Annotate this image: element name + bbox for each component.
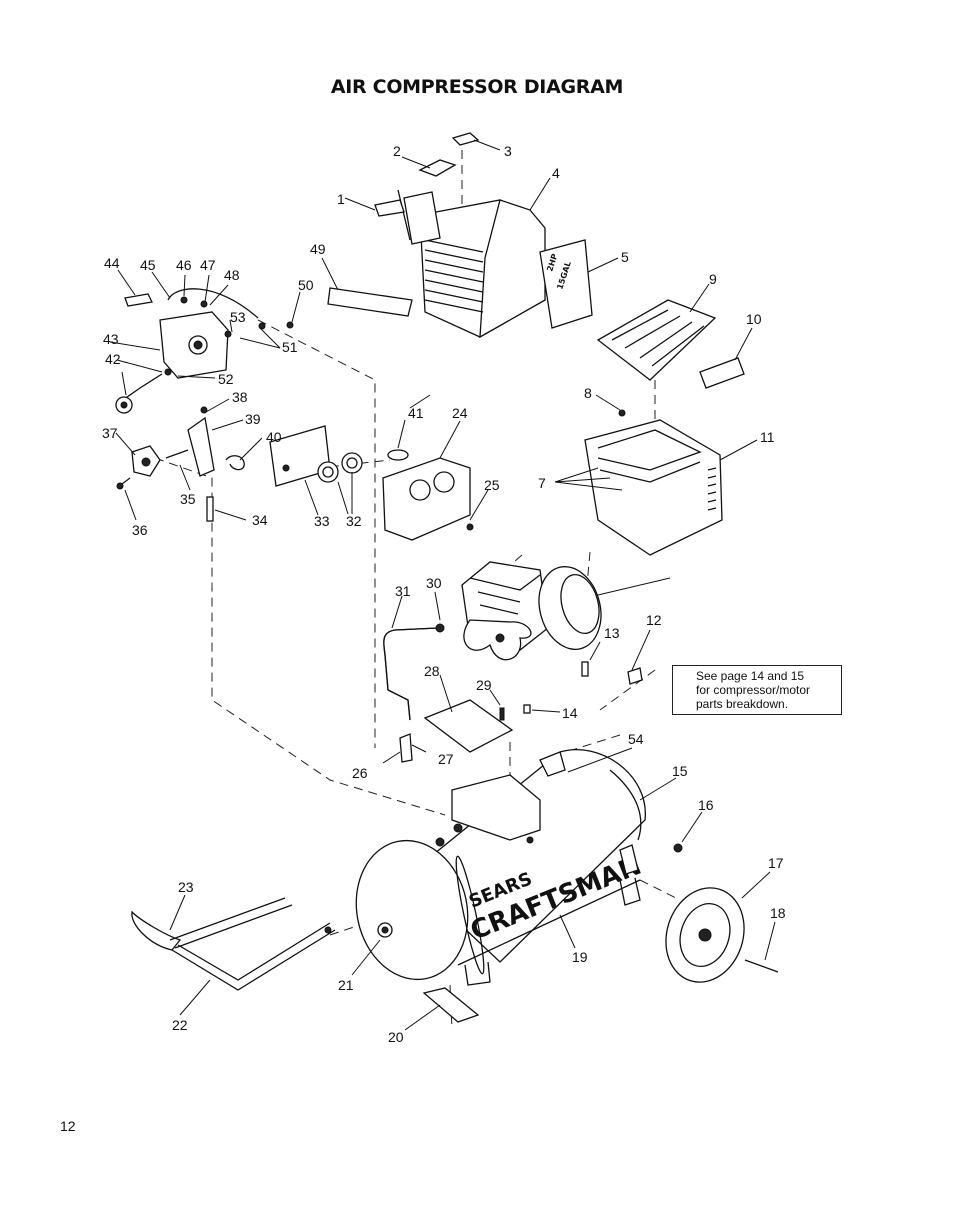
callout-49: 49 — [310, 241, 326, 257]
air-tank: SEARS CRAFTSMAN — [355, 749, 683, 986]
callout-7: 7 — [538, 475, 546, 491]
callout-43: 43 — [103, 331, 119, 347]
motor-pump — [461, 561, 671, 661]
callout-36: 36 — [132, 522, 148, 538]
callout-38: 38 — [232, 389, 248, 405]
page-number: 12 — [60, 1118, 76, 1134]
shroud-assembly: 2HP 15GAL — [327, 132, 593, 339]
callout-18: 18 — [770, 905, 786, 921]
callout-17: 17 — [768, 855, 784, 871]
callout-12: 12 — [646, 612, 662, 628]
callout-44: 44 — [104, 255, 120, 271]
callout-52: 52 — [218, 371, 234, 387]
callout-32: 32 — [346, 513, 362, 529]
callout-31: 31 — [395, 583, 411, 599]
pressure-switch-group — [115, 288, 294, 414]
callout-41: 41 — [408, 405, 424, 421]
callout-34: 34 — [252, 512, 268, 528]
callout-11: 11 — [760, 429, 775, 445]
callout-51: 51 — [282, 339, 298, 355]
callout-27: 27 — [438, 751, 454, 767]
callout-37: 37 — [102, 425, 118, 441]
callout-42: 42 — [105, 351, 121, 367]
callout-35: 35 — [180, 491, 196, 507]
tray — [596, 299, 745, 389]
callout-30: 30 — [426, 575, 442, 591]
callout-3: 3 — [504, 143, 512, 159]
callout-20: 20 — [388, 1029, 404, 1045]
rear-shroud — [584, 409, 723, 556]
callout-2: 2 — [393, 143, 401, 159]
callout-8: 8 — [584, 385, 592, 401]
callout-22: 22 — [172, 1017, 188, 1033]
callout-4: 4 — [552, 165, 560, 181]
hose-bracket — [383, 623, 643, 763]
callout-14: 14 — [562, 705, 578, 721]
callout-33: 33 — [314, 513, 330, 529]
callout-53: 53 — [230, 309, 246, 325]
callout-21: 21 — [338, 977, 354, 993]
callout-50: 50 — [298, 277, 314, 293]
callout-47: 47 — [200, 257, 216, 273]
callout-1: 1 — [337, 191, 345, 207]
callout-39: 39 — [245, 411, 261, 427]
callout-26: 26 — [352, 765, 368, 781]
page-title: AIR COMPRESSOR DIAGRAM — [330, 76, 624, 98]
wheel-handle — [131, 887, 779, 1023]
callout-13: 13 — [604, 625, 620, 641]
manifold-group — [116, 406, 474, 541]
callout-28: 28 — [424, 663, 440, 679]
callout-29: 29 — [476, 677, 492, 693]
callout-23: 23 — [178, 879, 194, 895]
callout-numbers: 1 2 3 4 5 7 8 9 10 11 12 13 14 15 16 17 … — [102, 143, 786, 1045]
callout-46: 46 — [176, 257, 192, 273]
note-line-1: See page 14 and 15 — [696, 669, 805, 683]
callout-45: 45 — [140, 257, 156, 273]
callout-5: 5 — [621, 249, 629, 265]
callout-19: 19 — [572, 949, 588, 965]
callout-54: 54 — [628, 731, 644, 747]
note-line-3: parts breakdown. — [696, 697, 789, 711]
parts-breakdown-note: See page 14 and 15 for compressor/motor … — [672, 665, 842, 715]
callout-15: 15 — [672, 763, 688, 779]
leader-lines — [109, 139, 776, 1031]
callout-25: 25 — [484, 477, 500, 493]
callout-10: 10 — [746, 311, 762, 327]
callout-40: 40 — [266, 429, 282, 445]
callout-16: 16 — [698, 797, 714, 813]
callout-24: 24 — [452, 405, 468, 421]
note-line-2: for compressor/motor — [696, 683, 811, 697]
callout-9: 9 — [709, 271, 717, 287]
callout-48: 48 — [224, 267, 240, 283]
